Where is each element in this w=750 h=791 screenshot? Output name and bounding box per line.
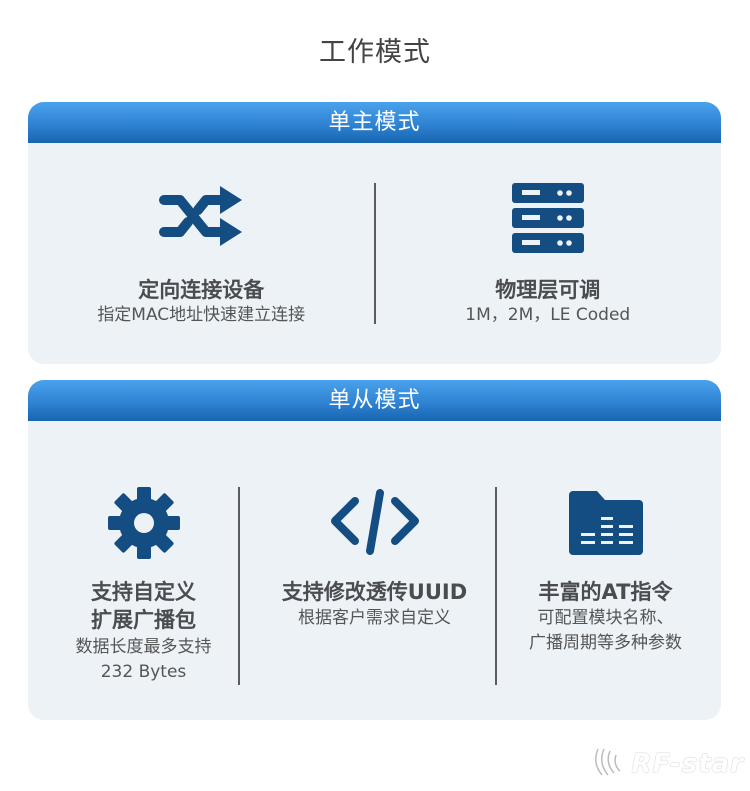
feature-directed-connection: 定向连接设备 指定MAC地址快速建立连接: [28, 143, 375, 364]
column-divider: [238, 487, 240, 685]
feature-title: 扩展广播包: [91, 608, 196, 632]
server-icon: [511, 183, 584, 253]
folder-list-icon: [568, 491, 643, 555]
master-mode-card: 单主模式 定向连接设备 指定MAC地址快速建立连接: [28, 102, 721, 364]
gear-icon: [107, 487, 180, 559]
shuffle-icon: [159, 186, 243, 246]
feature-at-commands: 丰富的AT指令 可配置模块名称、 广播周期等多种参数: [490, 421, 721, 720]
feature-title: 物理层可调: [495, 278, 601, 302]
feature-title: 定向连接设备: [138, 278, 265, 302]
brand-logo: RF-star: [631, 749, 744, 779]
column-divider: [374, 183, 376, 324]
slave-mode-card: 单从模式 支持自: [28, 380, 721, 720]
column-divider: [495, 487, 497, 685]
feature-desc: 可配置模块名称、: [537, 608, 674, 628]
slave-mode-header: 单从模式: [28, 380, 721, 421]
feature-desc: 232 Bytes: [100, 662, 187, 682]
feature-desc: 数据长度最多支持: [75, 637, 212, 657]
feature-title: 支持自定义: [91, 580, 196, 604]
feature-desc: 指定MAC地址快速建立连接: [97, 305, 306, 325]
feature-desc: 1M，2M，LE Coded: [465, 305, 631, 325]
feature-title: 支持修改透传UUID: [281, 580, 468, 604]
feature-custom-uuid: 支持修改透传UUID 根据客户需求自定义: [259, 421, 490, 720]
page-title: 工作模式: [319, 37, 431, 68]
wave-logo-icon: [595, 748, 621, 776]
master-mode-header: 单主模式: [28, 102, 721, 143]
feature-title: 丰富的AT指令: [538, 580, 673, 604]
feature-desc: 根据客户需求自定义: [298, 608, 451, 628]
code-icon: [330, 489, 419, 555]
feature-desc: 广播周期等多种参数: [529, 633, 682, 653]
feature-phy-adjustable: 物理层可调 1M，2M，LE Coded: [375, 143, 722, 364]
feature-custom-adv-packet: 支持自定义 扩展广播包 数据长度最多支持 232 Bytes: [28, 421, 259, 720]
